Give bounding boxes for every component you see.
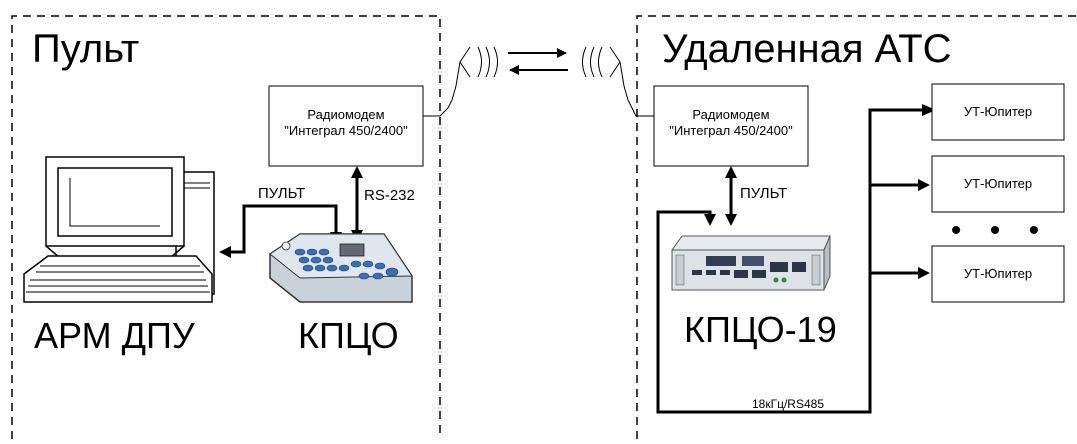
- console-device-icon: [269, 233, 413, 303]
- left-modem-label: Радиомодем: [307, 107, 384, 122]
- terminal-label-2: УТ-Юпитер: [964, 176, 1032, 191]
- right-modem-label: Радиомодем: [692, 107, 769, 122]
- left-modem-box: Радиомодем "Интеграл 450/2400": [268, 85, 424, 167]
- rs232-label: RS-232: [364, 187, 415, 204]
- pult-label-right: ПУЛЬТ: [740, 185, 787, 202]
- left-panel: Пульт Радиомодем "Интеграл 450/2400" RS-…: [11, 15, 461, 439]
- right-panel: Удаленная АТС Радиомодем "Интеграл 450/2…: [619, 15, 1077, 439]
- computer-icon: [23, 156, 215, 303]
- terminal-label-1: УТ-Юпитер: [964, 104, 1032, 119]
- terminal-box-3: УТ-Юпитер: [931, 245, 1065, 303]
- bus-line: [656, 108, 930, 414]
- radio-link: [459, 46, 621, 78]
- right-modem-model: "Интеграл 450/2400": [669, 123, 793, 138]
- left-modem-model: "Интеграл 450/2400": [284, 123, 408, 138]
- terminal-label-3: УТ-Юпитер: [964, 266, 1032, 281]
- left-antenna-line: [423, 61, 461, 117]
- pult-link-right: ПУЛЬТ: [725, 166, 787, 226]
- pult-label-left: ПУЛЬТ: [258, 185, 305, 202]
- rs232-link: RS-232: [351, 166, 415, 242]
- right-panel-border: [636, 15, 1077, 439]
- terminal-box-2: УТ-Юпитер: [931, 155, 1065, 213]
- left-panel-border: [11, 15, 441, 439]
- right-modem-box: Радиомодем "Интеграл 450/2400": [653, 85, 809, 167]
- rack-label: КПЦО-19: [684, 309, 837, 350]
- left-panel-title: Пульт: [32, 27, 139, 71]
- right-antenna-line: [619, 61, 654, 117]
- terminal-box-1: УТ-Юпитер: [931, 83, 1065, 141]
- pult-link-left: ПУЛЬТ: [219, 185, 342, 258]
- rack-device-icon: [671, 235, 831, 291]
- computer-label: АРМ ДПУ: [34, 315, 196, 356]
- right-panel-title: Удаленная АТС: [662, 27, 952, 71]
- terminal-branches: [870, 104, 936, 279]
- bus-label: 18кГц/RS485: [752, 397, 824, 411]
- console-label: КПЦО: [298, 315, 399, 356]
- terminal-ellipsis: • • •: [951, 214, 1049, 247]
